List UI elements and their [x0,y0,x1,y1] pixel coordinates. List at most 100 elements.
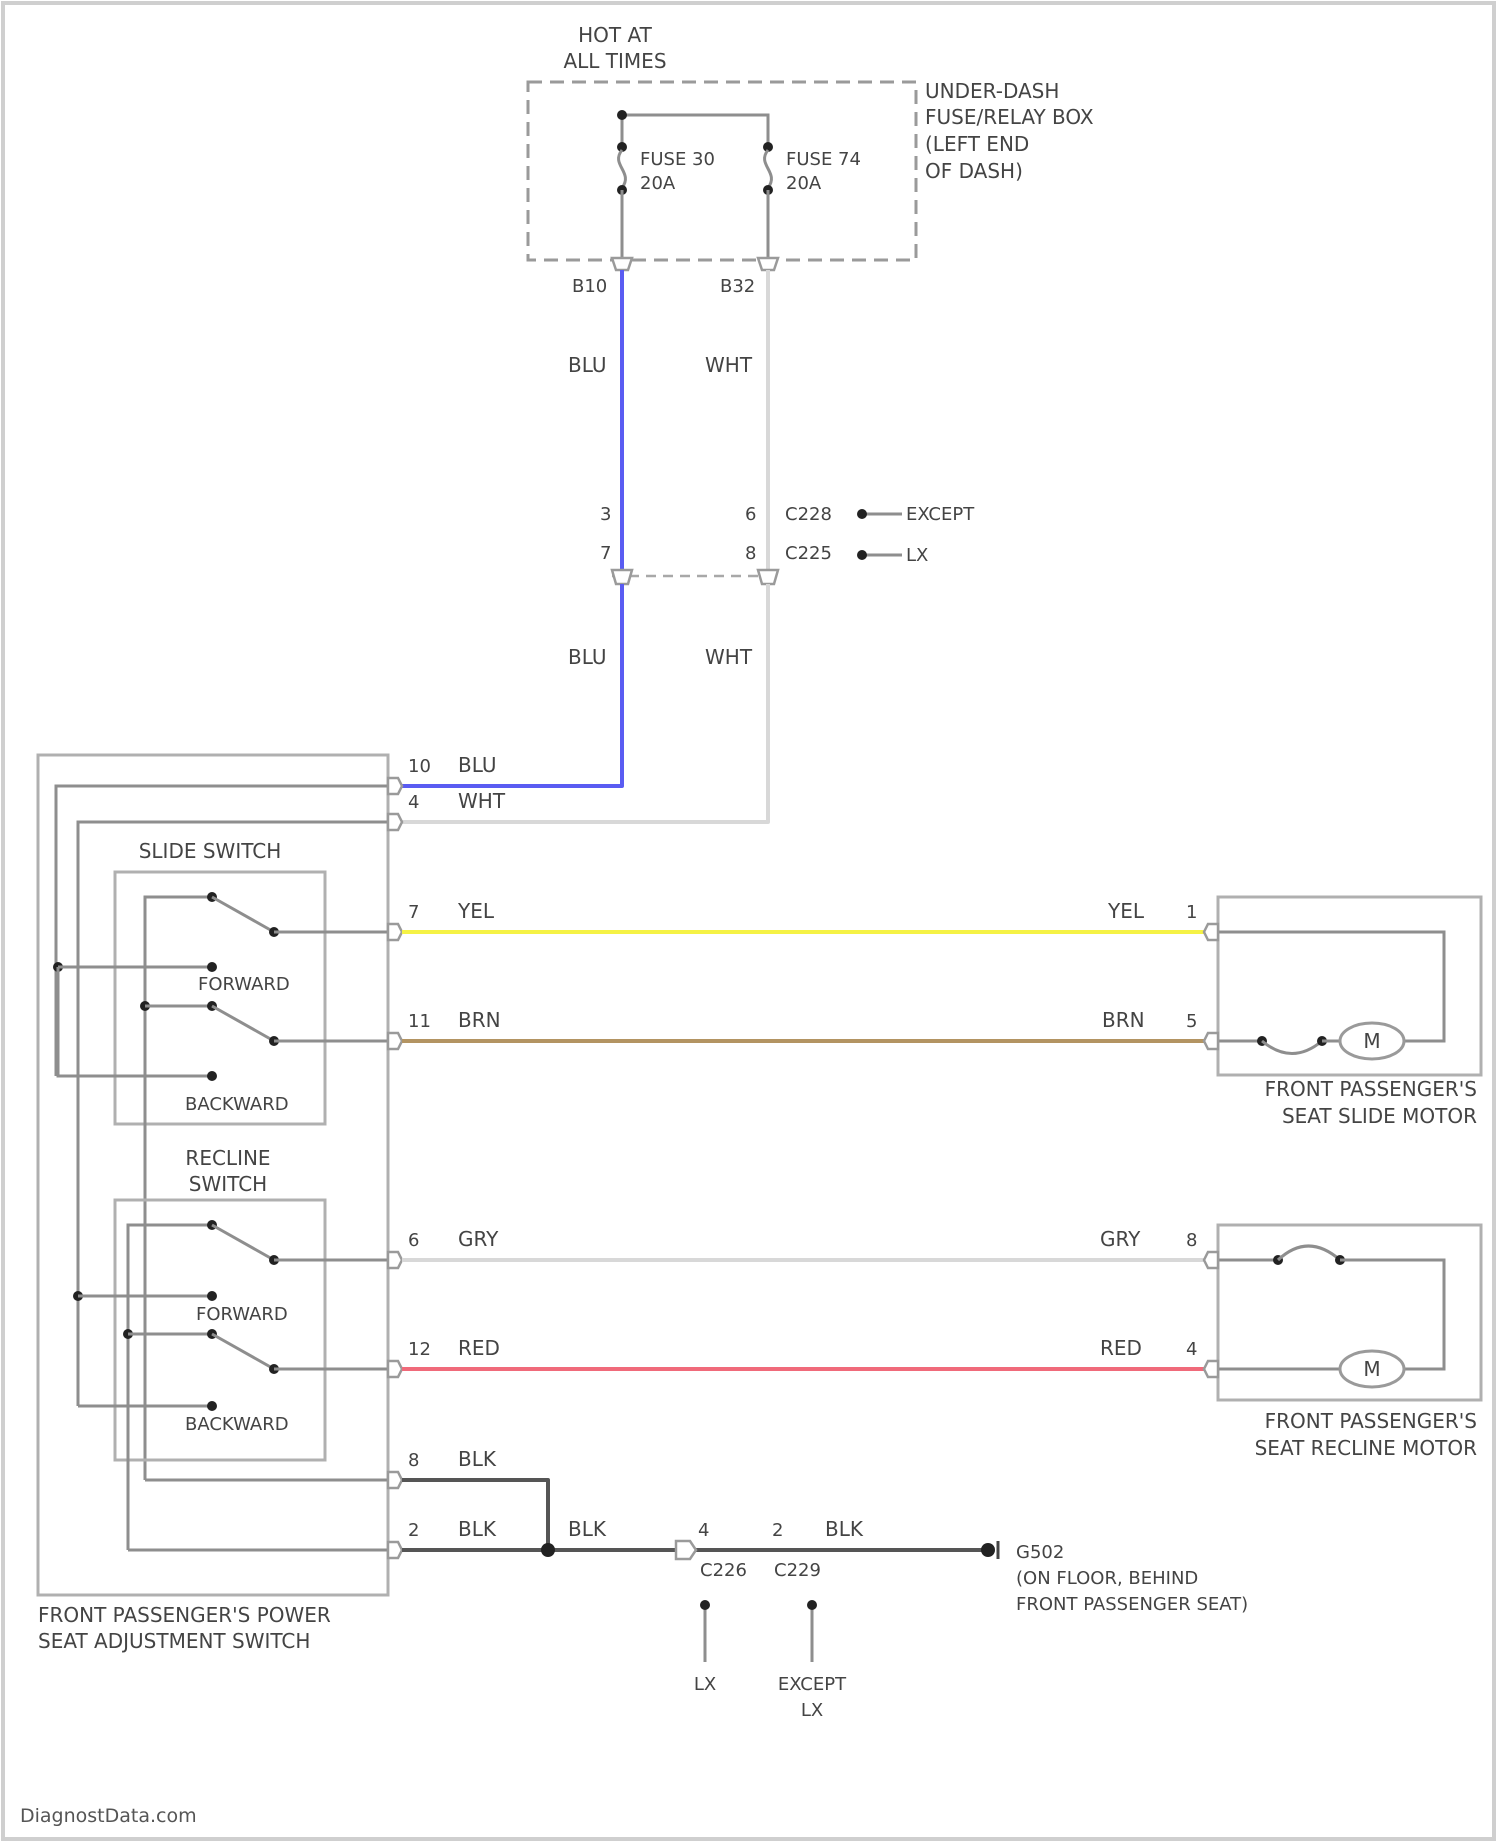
slide-motor-name-1: FRONT PASSENGER'S [1265,1077,1477,1101]
slide-backward-label: BACKWARD [185,1094,289,1115]
slide-lower-blade [212,1006,274,1041]
slide-switch-title: SLIDE SWITCH [139,839,282,863]
slide-backward-contact [207,1071,217,1081]
mid-pin-b-bottom: 8 [745,543,756,564]
switch-terminal-wht [388,814,402,830]
terminal-b10 [612,258,632,270]
switch-pin-blk1: 8 [408,1450,419,1471]
fuse-box-label-3: (LEFT END [925,132,1029,156]
fuse-box-label-4: OF DASH) [925,159,1023,183]
recline-upper-blade [212,1225,274,1260]
wire-blk3-label: BLK [568,1517,607,1541]
fuse-a-label: FUSE 30 [640,149,715,170]
wire-gry-label-left: GRY [458,1227,499,1251]
switch-pin-blu-color: BLU [458,753,497,777]
motor-terminals [1204,924,1218,1377]
ground-code-left: C226 [700,1560,747,1581]
wire-wht-upper-label: WHT [705,353,753,377]
fuse-box-label-2: FUSE/RELAY BOX [925,105,1094,129]
ground-note-left-dot [700,1600,710,1610]
switch-pin-yel: 7 [408,902,419,923]
recline-motor-letter: M [1363,1357,1380,1381]
switch-terminal-blu [388,778,402,794]
slide-motor-loop [1218,932,1444,1041]
recline-forward-contact [207,1291,217,1301]
ground-splice [541,1543,555,1557]
mid-pin-b-top: 6 [745,504,756,525]
motor-terminal-gry [1204,1252,1218,1268]
ground-name: G502 [1016,1542,1064,1563]
ground-location-2: FRONT PASSENGER SEAT) [1016,1594,1248,1615]
wire-blk4-label: BLK [825,1517,864,1541]
ground-pin-right: 2 [772,1520,783,1541]
ground-note-left: LX [694,1674,716,1695]
switch-terminal-blk1 [388,1472,402,1488]
wire-blu-lower [402,584,622,786]
recline-motor-pin-gry: 8 [1186,1230,1197,1251]
ground-note-right-1: EXCEPT [778,1674,847,1695]
slide-backward-line [58,967,212,1076]
mid-note-bottom: LX [906,545,928,566]
slide-motor-letter: M [1363,1029,1380,1053]
recline-common-line [128,1225,212,1550]
recline-forward-label: FORWARD [196,1304,288,1325]
ground-location-1: (ON FLOOR, BEHIND [1016,1568,1198,1589]
wire-wht-lower-label: WHT [705,645,753,669]
switch-pin-wht: 4 [408,792,419,813]
wire-red-label-right: RED [1100,1336,1142,1360]
switch-terminal-red [388,1361,402,1377]
mid-note-bottom-dot [857,550,867,560]
wire-yel-label-left: YEL [457,899,495,923]
mid-note-top-dot [857,509,867,519]
fuse-bus [622,115,768,147]
switch-terminal-brn [388,1033,402,1049]
fuse-a-symbol [619,150,626,188]
motor-terminal-brn [1204,1033,1218,1049]
ground-code-right: C229 [774,1560,821,1581]
hot-label-1: HOT AT [578,23,652,47]
wire-blk2-label: BLK [458,1517,497,1541]
mid-note-top: EXCEPT [906,504,975,525]
fuse-relay-box [528,82,916,260]
switch-assembly-name-1: FRONT PASSENGER'S POWER [38,1603,331,1627]
wire-red-label-left: RED [458,1336,500,1360]
fuse-box-label-1: UNDER-DASH [925,79,1059,103]
slide-motor-pin-brn: 5 [1186,1011,1197,1032]
mid-code-top: C228 [785,504,832,525]
ground-pin-left: 4 [698,1520,709,1541]
fuse-b-rating: 20A [786,173,822,194]
fuse-b-label: FUSE 74 [786,149,861,170]
ground-note-right-dot [807,1600,817,1610]
wire-gry-label-right: GRY [1100,1227,1141,1251]
switch-pin-gry: 6 [408,1230,419,1251]
wire-brn-label-right: BRN [1102,1008,1145,1032]
wire-blu-upper-label: BLU [568,353,607,377]
switch-terminal-yel [388,924,402,940]
switch-pin-brn: 11 [408,1011,431,1032]
slide-upper-blade [212,897,274,932]
recline-motor-name-1: FRONT PASSENGER'S [1265,1409,1477,1433]
switch-pin-wht-color: WHT [458,789,506,813]
switch-pin-red: 12 [408,1339,431,1360]
switch-terminal-gry [388,1252,402,1268]
slide-forward-label: FORWARD [198,974,290,995]
slide-motor-breaker [1262,1041,1322,1054]
fuse-a-rating: 20A [640,173,676,194]
terminal-b10-label: B10 [572,276,607,297]
recline-motor-name-2: SEAT RECLINE MOTOR [1255,1436,1477,1460]
wire-blu-lower-label: BLU [568,645,607,669]
ground-note-right-2: LX [801,1700,823,1721]
switch-pin-blk2: 2 [408,1520,419,1541]
watermark: DiagnostData.com [20,1805,197,1827]
switch-terminals [388,778,402,1558]
mid-connector-pin-a [612,570,632,584]
slide-forward-contact [207,962,217,972]
bus-node [617,110,627,120]
motor-terminal-red [1204,1361,1218,1377]
recline-lower-blade [212,1334,274,1369]
motor-terminal-yel [1204,924,1218,940]
slide-motor-name-2: SEAT SLIDE MOTOR [1282,1104,1477,1128]
recline-motor-pin-red: 4 [1186,1339,1197,1360]
recline-switch-title-2: SWITCH [189,1172,267,1196]
